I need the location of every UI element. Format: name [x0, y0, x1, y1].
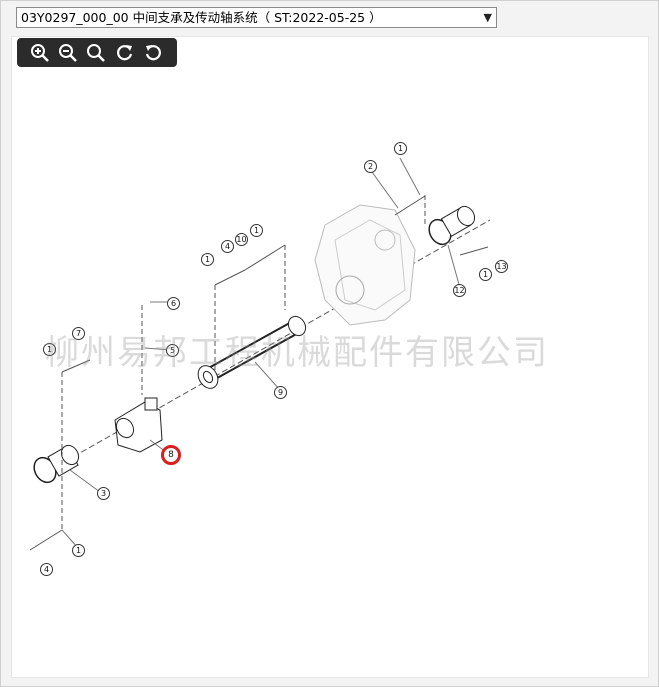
- callout-4b[interactable]: 4: [40, 563, 53, 576]
- callout-7[interactable]: 7: [72, 327, 85, 340]
- callout-12[interactable]: 12: [453, 284, 466, 297]
- zoom-out-icon[interactable]: [56, 41, 80, 65]
- diagram-viewer[interactable]: [11, 36, 649, 678]
- callout-8-highlighted[interactable]: 8: [161, 445, 181, 465]
- callout-3[interactable]: 3: [97, 487, 110, 500]
- callout-1a[interactable]: 1: [394, 142, 407, 155]
- callout-2a[interactable]: 2: [364, 160, 377, 173]
- zoom-fit-icon[interactable]: [84, 41, 108, 65]
- callout-9[interactable]: 9: [274, 386, 287, 399]
- callout-5[interactable]: 5: [166, 344, 179, 357]
- callout-4a[interactable]: 4: [221, 240, 234, 253]
- rotate-counterclockwise-icon[interactable]: [141, 41, 165, 65]
- zoom-in-icon[interactable]: [28, 41, 52, 65]
- callout-13[interactable]: 13: [495, 260, 508, 273]
- assembly-select[interactable]: 03Y0297_000_00 中间支承及传动轴系统（ ST:2022-05-25…: [16, 7, 497, 28]
- rotate-clockwise-icon[interactable]: [113, 41, 137, 65]
- assembly-select-value: 03Y0297_000_00 中间支承及传动轴系统（ ST:2022-05-25…: [21, 10, 382, 25]
- callout-6[interactable]: 6: [167, 297, 180, 310]
- callout-1c[interactable]: 1: [201, 253, 214, 266]
- callout-1f[interactable]: 1: [72, 544, 85, 557]
- viewer-toolbar: [17, 38, 177, 67]
- callout-1b[interactable]: 1: [250, 224, 263, 237]
- callout-1e[interactable]: 1: [43, 343, 56, 356]
- chevron-down-icon: ▼: [483, 11, 492, 24]
- callout-1d[interactable]: 1: [479, 268, 492, 281]
- callout-10[interactable]: 10: [235, 233, 248, 246]
